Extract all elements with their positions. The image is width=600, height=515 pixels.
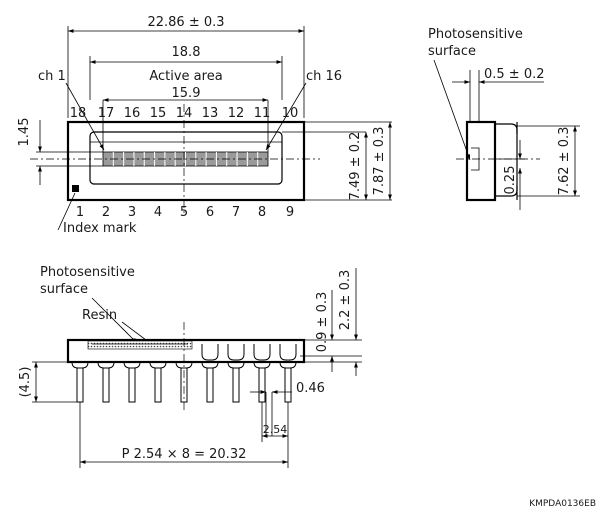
dim-09-label: 0.9 ± 0.3 bbox=[315, 292, 330, 353]
front-photosensitive-label-1: Photosensitive bbox=[40, 265, 135, 280]
index-mark-square bbox=[72, 185, 79, 192]
index-mark-leader bbox=[57, 192, 76, 231]
side-photosensitive-label-2: surface bbox=[428, 44, 476, 59]
side-package-body bbox=[465, 120, 497, 202]
side-lead-top bbox=[495, 123, 518, 134]
package-outline bbox=[66, 120, 306, 202]
window-outline bbox=[89, 131, 283, 185]
pin-number: 4 bbox=[154, 205, 162, 220]
lead-shoulder bbox=[227, 344, 245, 361]
pin-number: 3 bbox=[128, 205, 136, 220]
pin-number: 8 bbox=[258, 205, 266, 220]
active-area-label: Active area bbox=[149, 69, 222, 84]
pin-number: 12 bbox=[228, 106, 245, 121]
side-photosensitive-label-1: Photosensitive bbox=[428, 27, 523, 42]
pin-number: 16 bbox=[124, 106, 141, 121]
lead-shoulder bbox=[253, 344, 271, 361]
ch1-label: ch 1 bbox=[38, 69, 66, 84]
pin-number: 5 bbox=[180, 205, 188, 220]
top-pin-numbers: 18 17 16 15 14 13 12 11 10 bbox=[70, 106, 299, 121]
pin-number: 9 bbox=[286, 205, 294, 220]
ch1-leader bbox=[65, 82, 105, 151]
pin-number: 11 bbox=[254, 106, 271, 121]
pin-number: 6 bbox=[206, 205, 214, 220]
lead-width-label: 0.46 bbox=[296, 381, 325, 396]
pin-number: 7 bbox=[232, 205, 240, 220]
resin-label: Resin bbox=[82, 308, 117, 323]
lead-pin bbox=[206, 367, 214, 403]
figure-code: KMPDA0136EB bbox=[529, 499, 596, 509]
pin-number: 18 bbox=[70, 106, 87, 121]
pin-number: 13 bbox=[202, 106, 219, 121]
lead-pin bbox=[232, 367, 240, 403]
lead-pin bbox=[154, 367, 162, 403]
dim-145-label: 1.45 bbox=[17, 118, 32, 147]
front-package-body bbox=[66, 338, 306, 364]
lead-pin bbox=[284, 367, 292, 403]
front-view: Photosensitive surface Resin (4.5) 0.9 ±… bbox=[18, 265, 362, 468]
dim-025-label: 0.25 bbox=[503, 166, 518, 195]
ch16-leader bbox=[265, 82, 307, 151]
front-photosensitive-label-2: surface bbox=[40, 282, 88, 297]
height-749-label: 7.49 ± 0.2 bbox=[348, 132, 363, 201]
resin-region bbox=[87, 340, 193, 350]
side-photosensitive-leader bbox=[433, 59, 471, 161]
index-mark-label: Index mark bbox=[63, 221, 137, 236]
ch16-label: ch 16 bbox=[306, 69, 342, 84]
front-photosensitive-leader bbox=[91, 297, 135, 341]
height-762-label: 7.62 ± 0.3 bbox=[557, 127, 572, 196]
lead-pin bbox=[102, 367, 110, 403]
dim-22-label: 2.2 ± 0.3 bbox=[338, 270, 353, 331]
pin-number: 2 bbox=[102, 205, 110, 220]
top-view: 22.86 ± 0.3 18.8 Active area 15.9 ch 1 c… bbox=[17, 15, 392, 236]
lead-shoulder bbox=[201, 344, 219, 361]
active-area-width-label: 15.9 bbox=[172, 86, 201, 101]
pitch-total-label: P 2.54 × 8 = 20.32 bbox=[122, 447, 247, 462]
lead-shoulder bbox=[279, 344, 297, 361]
pin-number: 14 bbox=[176, 106, 193, 121]
inner-width-label: 18.8 bbox=[172, 45, 201, 60]
pin-number: 10 bbox=[282, 106, 299, 121]
side-view: Photosensitive surface 0.5 ± 0.2 0.25 7.… bbox=[428, 27, 580, 210]
bottom-pin-numbers: 1 2 3 4 5 6 7 8 9 bbox=[76, 205, 294, 220]
front-leads bbox=[71, 344, 297, 403]
pin-number: 15 bbox=[150, 106, 167, 121]
lead-pin bbox=[128, 367, 136, 403]
lead-length-label: (4.5) bbox=[18, 367, 33, 398]
pin-number: 1 bbox=[76, 205, 84, 220]
height-787-label: 7.87 ± 0.3 bbox=[372, 127, 387, 196]
pin-number: 17 bbox=[98, 106, 115, 121]
pitch-single-label: 2.54 bbox=[263, 423, 288, 436]
overall-width-label: 22.86 ± 0.3 bbox=[147, 15, 224, 30]
lead-pin bbox=[258, 367, 266, 403]
thickness-label: 0.5 ± 0.2 bbox=[484, 67, 545, 82]
lead-pin bbox=[76, 367, 84, 403]
